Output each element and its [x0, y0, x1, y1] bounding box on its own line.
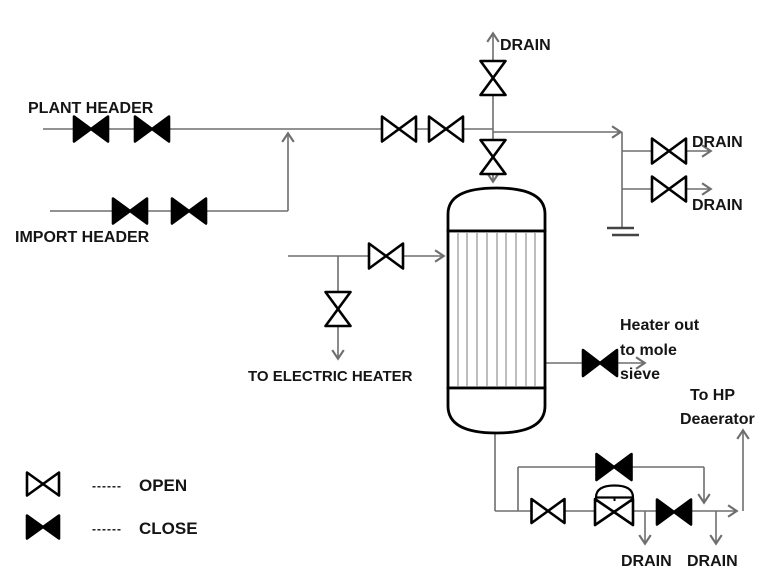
valve-bottom-control-open-icon — [593, 497, 635, 527]
drain-right-lower-label: DRAIN — [692, 197, 743, 214]
legend-open-label: OPEN — [139, 476, 187, 495]
legend-close-dashes: ------ — [92, 522, 122, 536]
valve-import-header-2-closed-icon — [170, 197, 208, 225]
valve-right-drain-lower-open-icon — [650, 175, 688, 203]
heater-vessel — [446, 186, 547, 435]
heater-out-label-line3: sieve — [620, 366, 660, 383]
to-electric-heater-label: TO ELECTRIC HEATER — [248, 368, 413, 385]
to-hp-label-line1: To HP — [690, 387, 735, 404]
ground-symbol — [607, 226, 639, 237]
valve-plant-header-1-closed-icon — [72, 115, 110, 143]
valve-heater-top-inlet-open-icon — [479, 138, 507, 176]
legend-close-label: CLOSE — [139, 519, 198, 538]
drain-top-label: DRAIN — [500, 37, 551, 54]
valves — [25, 59, 693, 540]
heater-out-label-line2: to mole — [620, 342, 677, 359]
valve-top-drain-open-icon — [479, 59, 507, 97]
valve-bottom-main-1-open-icon — [530, 497, 566, 525]
valve-import-header-1-closed-icon — [111, 197, 149, 225]
vessel-tubes — [457, 233, 536, 386]
legend-open-valve-icon — [25, 471, 61, 497]
plant-header-label: PLANT HEADER — [28, 100, 154, 117]
vessel-top-dome — [446, 186, 547, 233]
drain-right-upper-label: DRAIN — [692, 134, 743, 151]
valve-bypass-closed-icon — [595, 452, 633, 482]
control-valve-actuator-icon — [594, 484, 635, 499]
legend-open-dashes: ------ — [92, 479, 122, 493]
valve-right-drain-upper-open-icon — [650, 137, 688, 165]
valve-bottom-main-2-closed-icon — [655, 498, 693, 526]
valve-heater-out-closed-icon — [581, 348, 619, 378]
valve-feed-line-open-icon — [367, 242, 405, 270]
import-header-label: IMPORT HEADER — [15, 229, 150, 246]
heater-out-label-line1: Heater out — [620, 317, 700, 334]
valve-header-junction-2-open-icon — [427, 115, 465, 143]
to-hp-label-line2: Deaerator — [680, 411, 755, 428]
legend-close-valve-icon — [25, 514, 61, 540]
drain-bottom-right-label: DRAIN — [687, 553, 738, 570]
valve-header-junction-1-open-icon — [380, 115, 418, 143]
vessel-bottom-dome — [446, 386, 547, 435]
labels: PLANT HEADER IMPORT HEADER DRAIN DRAIN D… — [15, 37, 755, 570]
valve-electric-heater-open-icon — [324, 290, 352, 328]
valve-plant-header-2-closed-icon — [133, 115, 171, 143]
drain-bottom-left-label: DRAIN — [621, 553, 672, 570]
